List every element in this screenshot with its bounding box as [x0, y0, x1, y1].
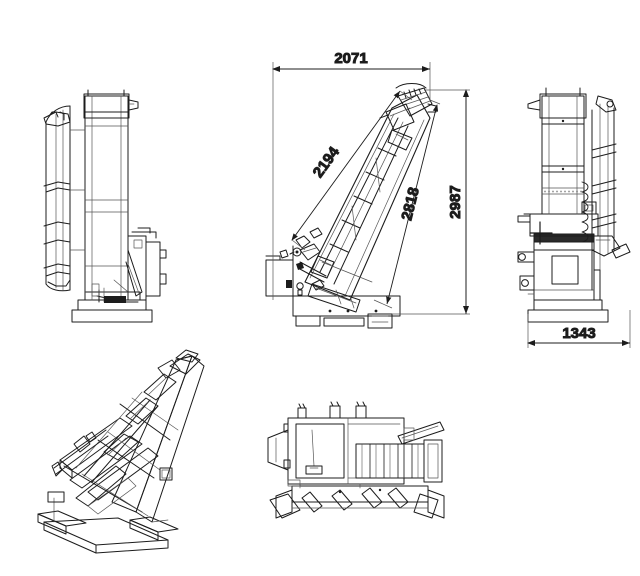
plan-auger-left-cap: [269, 493, 301, 519]
plan-front-cone: [267, 429, 289, 471]
main-left-cabinet: [265, 259, 294, 297]
dimension-1343: 1343: [527, 310, 631, 348]
dim-label-2987: 2987: [447, 185, 464, 218]
iso-carriage-3: [143, 373, 177, 401]
main-pivot-block: [299, 243, 321, 261]
dim-line-2818: [386, 104, 439, 305]
left-head-block: [83, 93, 130, 119]
plan-post-3: [355, 405, 367, 419]
main-tilt-frame: [307, 283, 361, 313]
view-isometric: [37, 349, 205, 554]
dim-line-2194: [291, 90, 401, 241]
right-door-panel: [551, 255, 579, 285]
dim-label-2071: 2071: [334, 50, 367, 67]
view-plan: [267, 401, 445, 519]
main-outrigger-left: [295, 315, 321, 327]
right-coil-detail: [581, 181, 589, 243]
iso-boom-b: [69, 435, 143, 489]
main-outrigger-mid: [323, 317, 365, 327]
right-mast-column: [541, 95, 585, 215]
main-ram-end: [296, 262, 304, 270]
dim-label-1343: 1343: [562, 325, 595, 342]
plan-right-block: [423, 439, 443, 483]
plan-cabinet: [295, 423, 345, 479]
iso-mast-face-b: [135, 355, 205, 523]
view-right-elevation: [517, 87, 631, 323]
plan-post-1: [297, 407, 307, 419]
main-outrigger-right: [367, 313, 393, 329]
iso-carriage-2: [125, 397, 159, 425]
plan-auger-right-cap: [413, 493, 439, 519]
view-left-elevation: [43, 89, 167, 323]
left-powerpack: [127, 235, 147, 301]
iso-head: [169, 353, 201, 375]
iso-carriage-1: [103, 433, 139, 461]
iso-cylinder-end: [51, 461, 63, 477]
plan-diagonal-arm: [397, 421, 445, 445]
plan-post-2: [329, 405, 341, 419]
iso-boom-c: [87, 447, 159, 501]
left-foot-pad: [104, 296, 126, 303]
